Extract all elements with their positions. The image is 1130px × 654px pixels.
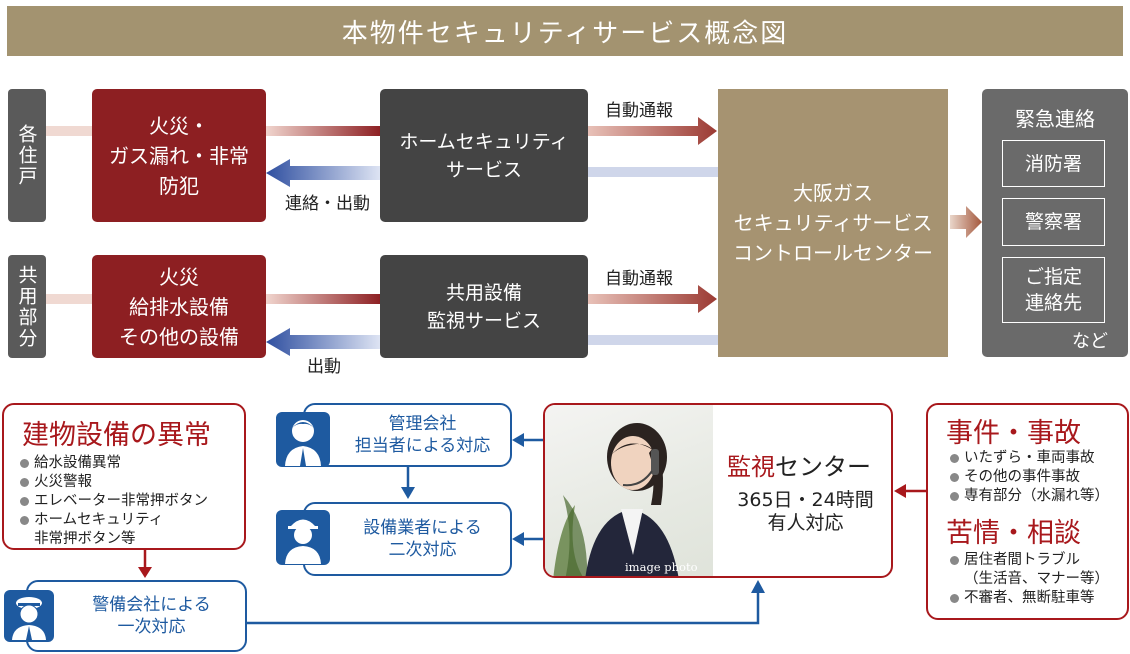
flow-bar-common-left: [46, 294, 94, 304]
complaint-list: 居住者間トラブル （生活音、マナー等） 不審者、無断駐車等: [948, 551, 1128, 608]
row-label-residence: 各住戸: [8, 89, 46, 222]
list-item: 火災警報: [18, 473, 243, 492]
monitoring-center-hours: 365日・24時間 有人対応: [737, 489, 874, 534]
arrowhead-building-to-guard: [138, 567, 152, 578]
event-box-common: 火災 給排水設備 その他の設備: [92, 255, 266, 358]
emergency-fire-station: 消防署: [1002, 140, 1105, 187]
arrow-auto-report-1: [588, 117, 717, 145]
manager-icon: [276, 412, 330, 467]
flow-bar-residence-mid: [265, 126, 381, 136]
monitoring-title-rest: センター: [775, 453, 871, 481]
arrowhead-manager-to-contractor: [401, 487, 415, 499]
photo-caption: image photo: [625, 560, 698, 574]
manager-response-box: 管理会社 担当者による対応: [303, 403, 512, 467]
list-item: ホームセキュリティ 非常押ボタン等: [18, 511, 243, 549]
label-contact-dispatch: 連絡・出動: [285, 194, 370, 214]
monitoring-title-accent: 監視: [727, 453, 775, 481]
arrowhead-incident-to-monitor: [894, 484, 906, 498]
monitoring-center-title: 監視センター: [727, 447, 871, 482]
guard-icon: [4, 590, 54, 642]
arrow-to-emergency: [950, 206, 982, 238]
emergency-panel: 緊急連絡 消防署 警察署 ご指定 連絡先 など: [982, 89, 1128, 357]
row-label-common: 共用部分: [8, 255, 46, 358]
guard-first-response-box: 警備会社による 一次対応: [26, 580, 247, 652]
arrow-auto-report-2: [588, 285, 717, 313]
list-item: その他の事件事故: [948, 468, 1128, 487]
list-item: エレベーター非常押ボタン: [18, 492, 243, 511]
incident-list: いたずら・車両事故 その他の事件事故 専有部分（水漏れ等）: [948, 449, 1128, 506]
emergency-title: 緊急連絡: [1015, 107, 1095, 131]
emergency-note: など: [1072, 331, 1108, 352]
line-guard-to-monitor: [247, 592, 760, 625]
building-anomaly-list: 給水設備異常 火災警報 エレベーター非常押ボタン ホームセキュリティ 非常押ボタ…: [18, 454, 243, 549]
incident-complaint-box: 事件・事故 いたずら・車両事故 その他の事件事故 専有部分（水漏れ等） 苦情・相…: [926, 403, 1129, 620]
page-title: 本物件セキュリティサービス概念図: [7, 6, 1123, 56]
monitoring-center-box: image photo 監視センター 365日・24時間 有人対応: [543, 403, 893, 578]
event-box-residence: 火災・ ガス漏れ・非常 防犯: [92, 89, 266, 222]
list-item: 給水設備異常: [18, 454, 243, 473]
flow-bar-residence-left: [46, 126, 94, 136]
complaint-heading: 苦情・相談: [946, 518, 1081, 549]
building-anomaly-heading: 建物設備の異常: [22, 420, 211, 451]
label-dispatch: 出動: [307, 357, 341, 377]
contractor-second-response-box: 設備業者による 二次対応: [303, 502, 512, 576]
incident-heading: 事件・事故: [946, 418, 1081, 449]
emergency-police-station: 警察署: [1002, 198, 1105, 246]
list-item: いたずら・車両事故: [948, 449, 1128, 468]
arrow-contact-dispatch: [266, 159, 381, 187]
arrowhead-guard-to-monitor: [751, 580, 765, 593]
label-auto-report-1: 自動通報: [605, 101, 673, 121]
list-item: 専有部分（水漏れ等）: [948, 487, 1128, 506]
flow-bar-common-return: [588, 335, 718, 345]
emergency-designated-contact: ご指定 連絡先: [1002, 257, 1105, 323]
flow-bar-residence-return: [588, 167, 718, 177]
label-auto-report-2: 自動通報: [605, 269, 673, 289]
operator-photo: image photo: [545, 405, 713, 576]
service-box-common-monitoring: 共用設備 監視サービス: [380, 255, 588, 358]
control-center: 大阪ガス セキュリティサービス コントロールセンター: [718, 89, 948, 357]
list-item: 居住者間トラブル （生活音、マナー等）: [948, 551, 1128, 589]
service-box-home-security: ホームセキュリティ サービス: [380, 89, 588, 222]
building-anomaly-box: 建物設備の異常 給水設備異常 火災警報 エレベーター非常押ボタン ホームセキュリ…: [2, 403, 246, 550]
flow-bar-common-mid: [265, 294, 381, 304]
arrow-dispatch: [266, 328, 381, 356]
arrowhead-monitor-to-manager: [512, 433, 524, 447]
list-item: 不審者、無断駐車等: [948, 589, 1128, 608]
contractor-icon: [276, 510, 330, 565]
arrowhead-monitor-to-contractor: [512, 532, 524, 546]
